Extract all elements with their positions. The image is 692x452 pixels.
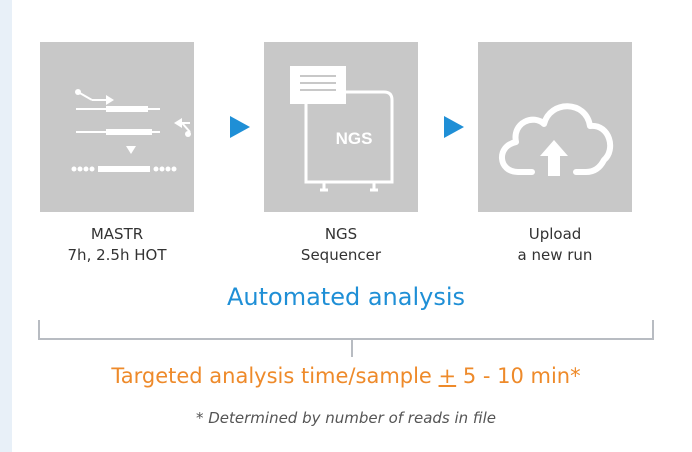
- cloud-upload-icon: [499, 103, 614, 176]
- caption-upload: Upload a new run: [478, 224, 632, 266]
- pcr-amplification-icon: [71, 89, 191, 172]
- caption-ngs-line1: NGS: [324, 225, 358, 243]
- caption-upload-line1: Upload: [528, 225, 582, 243]
- step-upload-box: [478, 42, 632, 212]
- caption-ngs: NGS Sequencer: [264, 224, 418, 266]
- footnote: * Determined by number of reads in file: [195, 409, 497, 427]
- target-suffix: 5 - 10 min*: [456, 364, 581, 388]
- sequencer-icon: NGS: [290, 66, 394, 192]
- caption-ngs-line2: Sequencer: [300, 246, 382, 264]
- caption-mastr-line2: 7h, 2.5h HOT: [67, 246, 167, 264]
- automated-analysis-title: Automated analysis: [226, 283, 466, 311]
- flow-arrow-1: [230, 116, 250, 138]
- device-label: NGS: [336, 129, 373, 148]
- plus-minus-sign: +: [438, 364, 457, 388]
- step-ngs-box: NGS: [264, 42, 418, 212]
- caption-upload-line2: a new run: [517, 246, 593, 264]
- step-mastr-box: [40, 42, 194, 212]
- caption-mastr-line1: MASTR: [90, 225, 144, 243]
- caption-mastr: MASTR 7h, 2.5h HOT: [40, 224, 194, 266]
- targeted-analysis-time: Targeted analysis time/sample + 5 - 10 m…: [0, 364, 692, 388]
- timeline-bracket: [38, 320, 654, 357]
- target-prefix: Targeted analysis time/sample: [111, 364, 439, 388]
- content-area: NGS MASTR 7h, 2.5h HOT NGS Sequencer Upl…: [12, 0, 692, 452]
- flow-arrow-2: [444, 116, 464, 138]
